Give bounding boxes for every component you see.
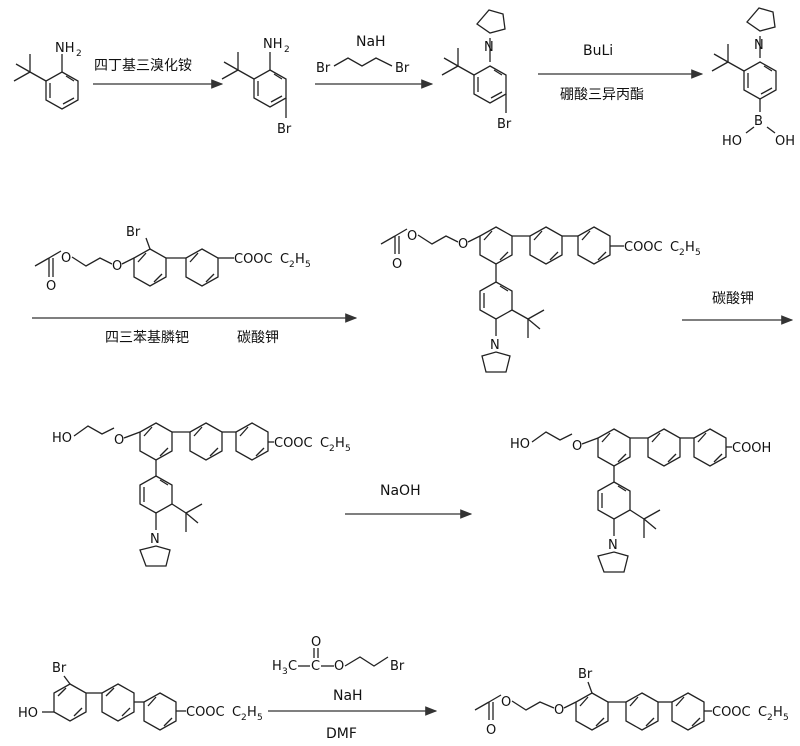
ester-label: COOC [624, 240, 663, 255]
reagent-potassium-carbonate: 碳酸钾 [237, 330, 279, 346]
subscript: 2 [329, 444, 335, 454]
subscript: 5 [695, 248, 701, 258]
amine-subscript: 2 [76, 49, 82, 59]
subscript: 5 [305, 260, 311, 270]
ester-carbon-label: C [320, 436, 329, 451]
nitrogen-label: N [754, 38, 764, 53]
bromine-label: Br [497, 117, 512, 132]
amine-label: NH [55, 41, 75, 56]
ester-h-label: H [335, 436, 345, 451]
ester-carbon-label: C [670, 240, 679, 255]
amine-label: NH [263, 37, 283, 52]
bromine-label: Br [390, 659, 405, 674]
reagent-buli: BuLi [583, 43, 613, 59]
subscript: 3 [282, 667, 288, 677]
subscript: 5 [257, 713, 263, 723]
carbonyl-carbon-label: C [311, 659, 320, 674]
oxygen-label: O [554, 703, 564, 718]
reagent-triisopropyl-borate: 硼酸三异丙酯 [560, 87, 644, 103]
compound-carboxylic-acid: HO O COOH N [510, 428, 771, 573]
compound-acetoxyethyl-bromobiphenyl-ester-product: O O O Br COOC C 2 H 5 [474, 667, 789, 738]
compound-2-tert-butylaniline: NH 2 [13, 41, 82, 110]
reagent-tetrabutylammonium-tribromide: 四丁基三溴化铵 [94, 57, 192, 74]
ester-carbon-label: C [232, 705, 241, 720]
ester-carbon-label: C [758, 705, 767, 720]
ester-h-label: H [773, 705, 783, 720]
nitrogen-label: N [484, 40, 494, 55]
reagent-naoh: NaOH [380, 483, 421, 499]
hydroxyl-label: HO [18, 706, 38, 721]
nitrogen-label: N [150, 532, 160, 547]
oxygen-label: O [334, 659, 344, 674]
oxygen-label: O [572, 439, 582, 454]
ester-label: COOC [712, 705, 751, 720]
ester-label: COOC [274, 436, 313, 451]
reagent-pd-pph3-4: 四三苯基膦钯 [105, 329, 189, 346]
amine-subscript: 2 [284, 45, 290, 55]
ester-carbon-label: C [280, 252, 289, 267]
oxygen-label: O [501, 695, 511, 710]
reagent-1-4-dibromobutane: Br Br [316, 57, 410, 76]
oxygen-label: O [486, 723, 496, 738]
oxygen-label: O [114, 433, 124, 448]
ester-h-label: H [247, 705, 257, 720]
bromine-label: Br [316, 61, 331, 76]
oxygen-label: O [407, 229, 417, 244]
reagent-nah: NaH [333, 688, 363, 704]
compound-hydroxyethyl-ester: HO O COOC C 2 H 5 N [52, 422, 351, 567]
boron-label: B [754, 114, 763, 129]
subscript: 2 [767, 713, 773, 723]
hydroxyl-label: OH [775, 134, 795, 149]
oxygen-label: O [46, 279, 56, 294]
subscript: 2 [679, 248, 685, 258]
subscript: 2 [289, 260, 295, 270]
oxygen-label: O [392, 257, 402, 272]
subscript: 2 [241, 713, 247, 723]
nitrogen-label: N [608, 538, 618, 553]
reagent-2-bromoethyl-acetate: H 3 C C O O Br [272, 635, 405, 677]
bromine-label: Br [395, 61, 410, 76]
subscript: 5 [345, 444, 351, 454]
hydroxyl-label: HO [52, 431, 72, 446]
nitrogen-label: N [490, 338, 500, 353]
compound-bromohydroxybiphenyl-ester: Br HO COOC C 2 H 5 [18, 661, 263, 731]
oxygen-label: O [61, 251, 71, 266]
bromine-label: Br [578, 667, 593, 682]
subscript: 5 [783, 713, 789, 723]
ester-label: COOC [186, 705, 225, 720]
methyl-carbon-label: C [288, 659, 297, 674]
compound-pyrrolidinyl-bromobenzene: N Br [441, 9, 512, 132]
bromine-label: Br [277, 122, 292, 137]
compound-boronic-acid: N B HO OH [711, 7, 795, 149]
hydroxyl-label: HO [510, 437, 530, 452]
oxygen-label: O [112, 259, 122, 274]
methyl-h-label: H [272, 659, 282, 674]
oxygen-label: O [458, 237, 468, 252]
compound-suzuki-product-acetoxy-ester: O O O COOC C 2 H 5 N [380, 226, 701, 373]
ester-label: COOC [234, 252, 273, 267]
reagent-potassium-carbonate-hydrolysis: 碳酸钾 [712, 291, 754, 307]
bromine-label: Br [126, 225, 141, 240]
solvent-dmf: DMF [326, 726, 357, 742]
compound-4-bromo-2-tert-butylaniline: NH 2 Br [221, 37, 292, 137]
reagent-acetoxyethyl-bromobiphenyl-ester: O O O Br COOC C 2 H 5 [34, 225, 311, 294]
hydroxyl-label: HO [722, 134, 742, 149]
carboxyl-label: COOH [732, 441, 771, 456]
ester-h-label: H [295, 252, 305, 267]
ester-h-label: H [685, 240, 695, 255]
oxygen-label: O [311, 635, 321, 650]
bromine-label: Br [52, 661, 67, 676]
reagent-nah: NaH [356, 34, 386, 50]
